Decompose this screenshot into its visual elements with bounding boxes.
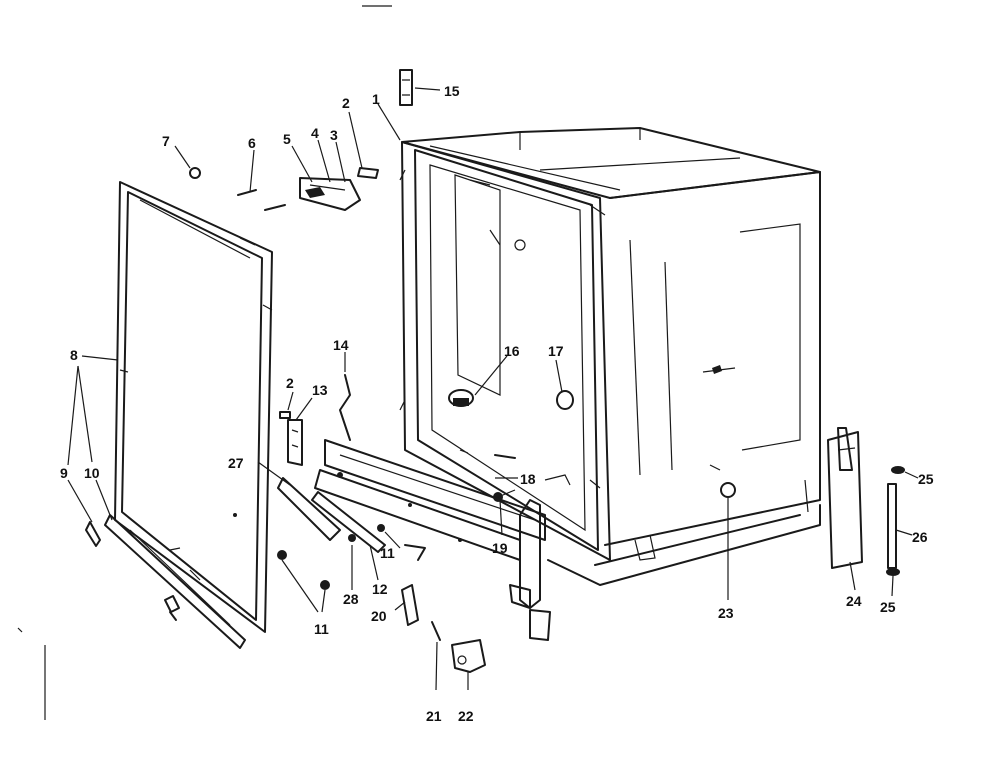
callout-22: 22: [458, 708, 474, 724]
callout-12: 12: [372, 581, 388, 597]
callout-15: 15: [444, 83, 460, 99]
callout-24: 24: [846, 593, 862, 609]
callout-4: 4: [311, 125, 319, 141]
callout-2-lower: 2: [286, 375, 294, 391]
upper-hardware: [189, 69, 413, 211]
callout-23: 23: [718, 605, 734, 621]
callout-18: 18: [520, 471, 536, 487]
door-panel: [85, 181, 273, 649]
callout-20: 20: [371, 608, 387, 624]
lower-rail-assembly: [277, 374, 551, 673]
callout-8: 8: [70, 347, 78, 363]
callout-21: 21: [426, 708, 442, 724]
edge-mark: [17, 627, 23, 633]
callout-5: 5: [283, 131, 291, 147]
callout-14: 14: [333, 337, 349, 353]
callout-28: 28: [343, 591, 359, 607]
callout-26: 26: [912, 529, 928, 545]
callout-2: 2: [342, 95, 350, 111]
callout-1: 1: [372, 91, 380, 107]
callout-3: 3: [330, 127, 338, 143]
callout-9: 9: [60, 465, 68, 481]
callout-7: 7: [162, 133, 170, 149]
callout-25-top: 25: [918, 471, 934, 487]
callout-16: 16: [504, 343, 520, 359]
callout-19: 19: [492, 540, 508, 556]
side-parts: [827, 427, 905, 576]
callout-labels: 1 2 2 3 4 5 6 7 8 9 10 11 11 12 13 14 15…: [60, 83, 934, 724]
callout-25-bottom: 25: [880, 599, 896, 615]
callout-13: 13: [312, 382, 328, 398]
callout-11-b: 11: [380, 545, 395, 561]
callout-11: 11: [314, 621, 329, 637]
callout-6: 6: [248, 135, 256, 151]
callout-17: 17: [548, 343, 564, 359]
tub-cabinet: [399, 127, 821, 586]
callout-10: 10: [84, 465, 100, 481]
callout-27: 27: [228, 455, 244, 471]
leader-lines: [67, 87, 919, 691]
